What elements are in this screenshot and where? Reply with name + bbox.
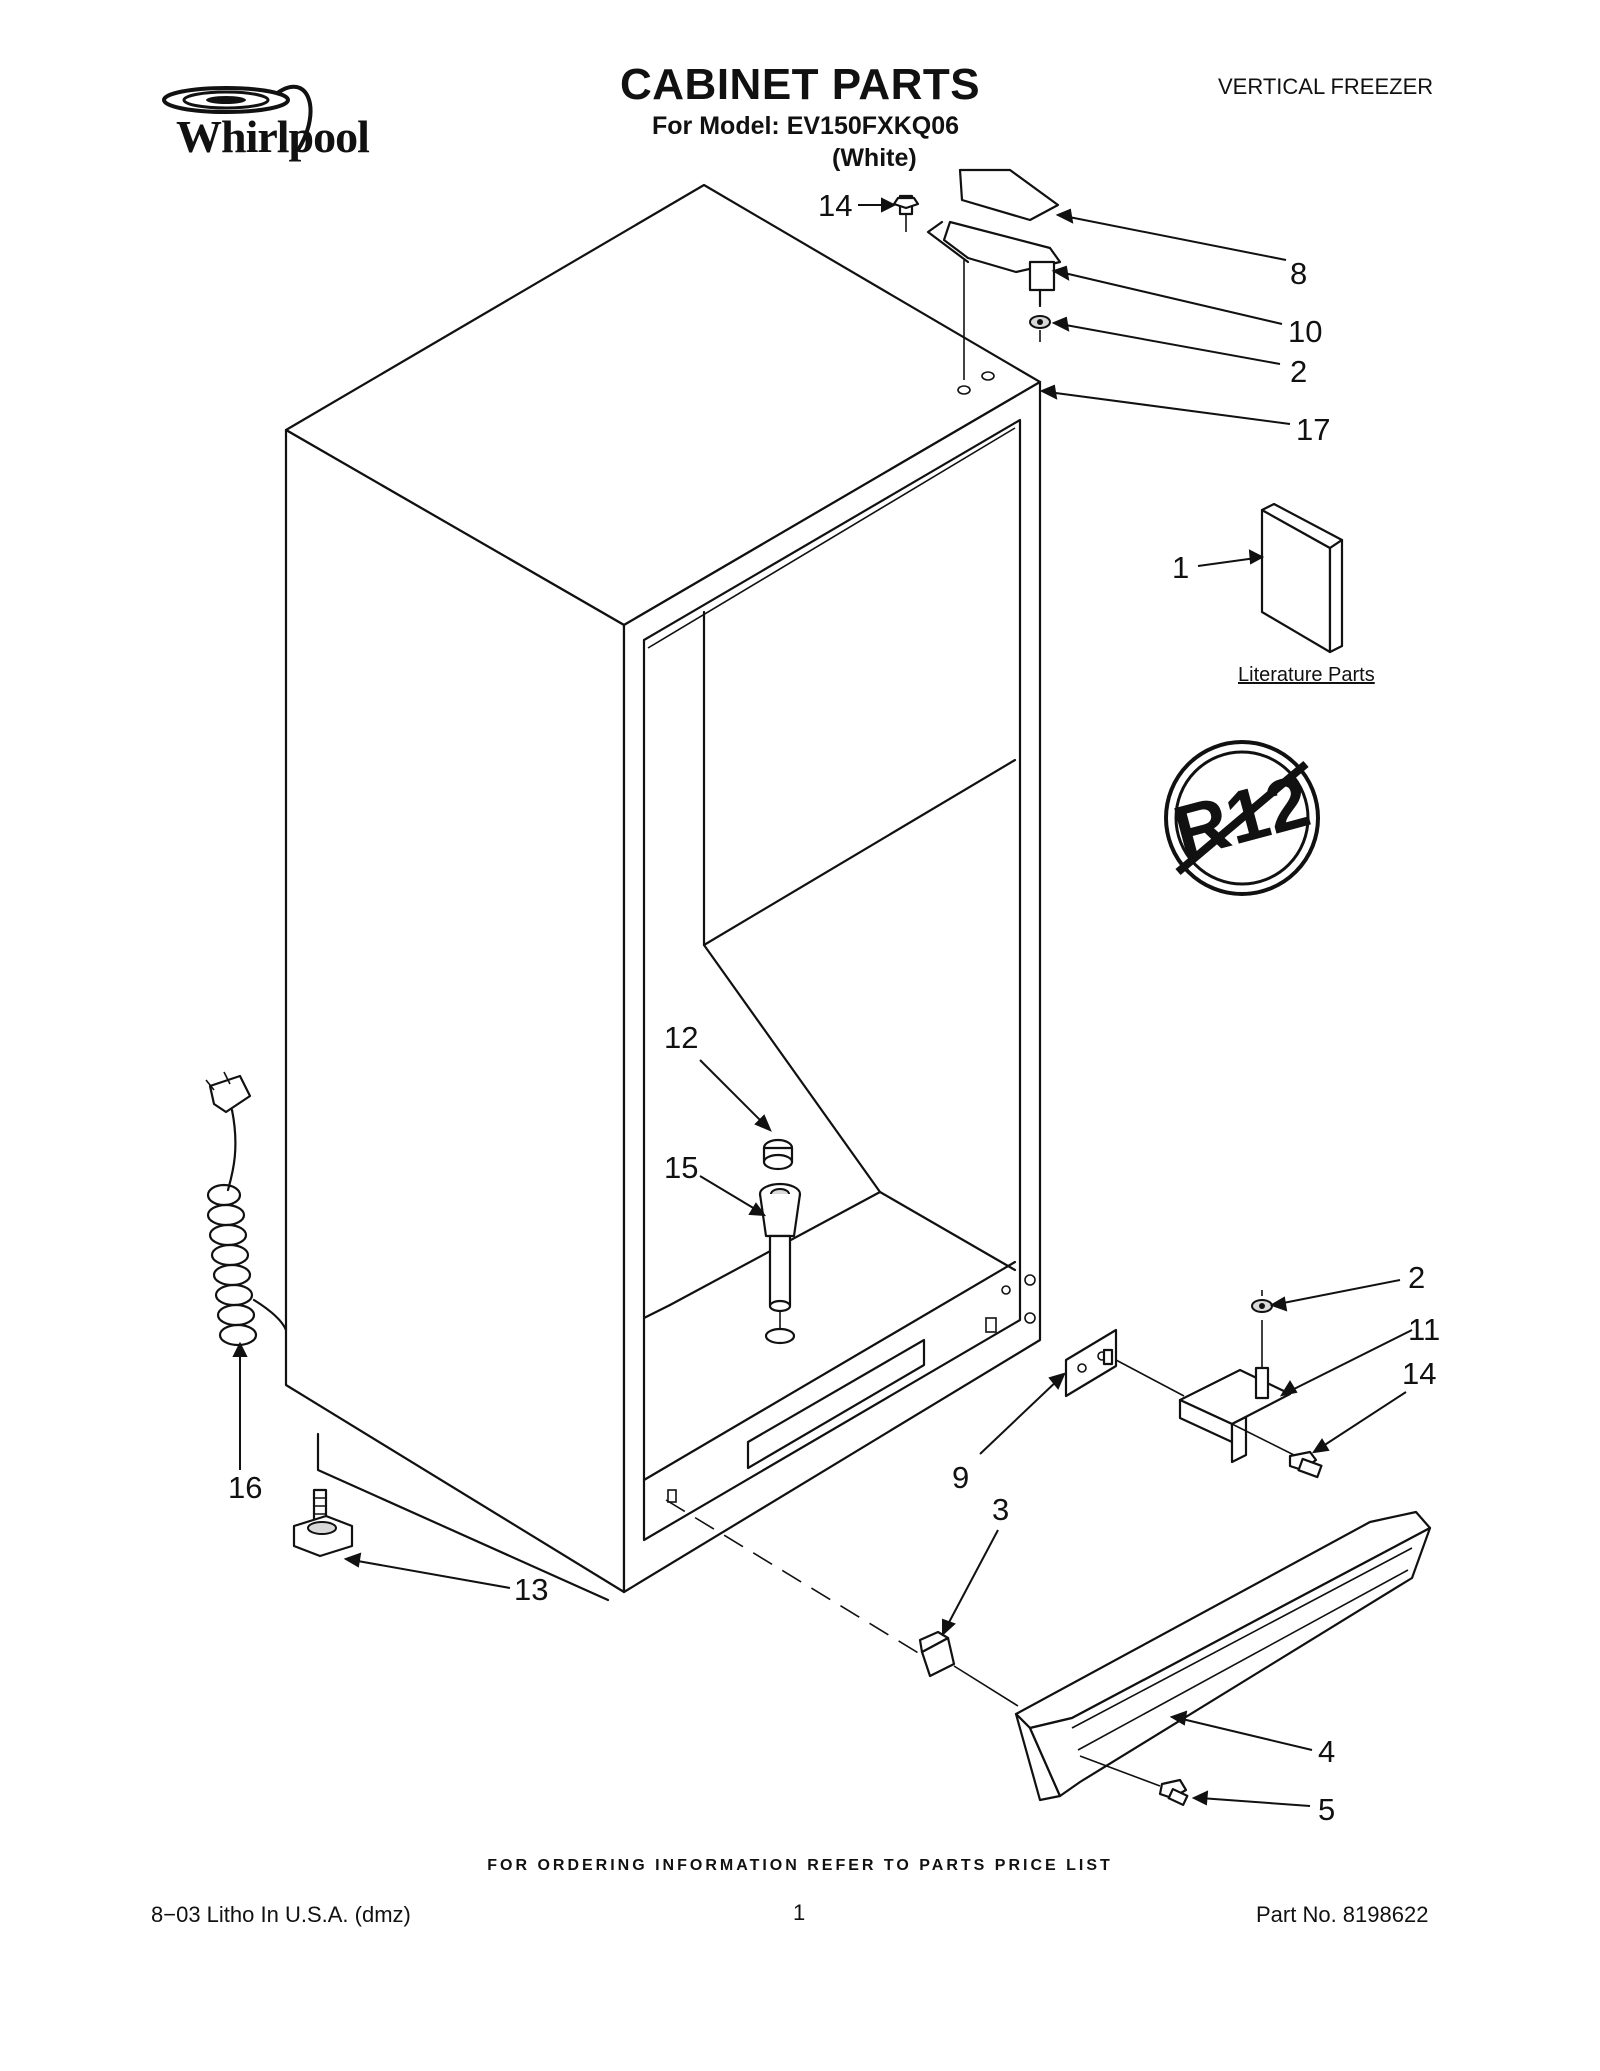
top-hinge bbox=[892, 168, 1062, 380]
grille-clip-icon bbox=[918, 1630, 956, 1678]
hinge-screw-bottom-icon bbox=[1288, 1450, 1323, 1479]
grille-screw-icon bbox=[1158, 1778, 1189, 1807]
leader-lines bbox=[232, 197, 1413, 1807]
callout-3: 3 bbox=[992, 1492, 1010, 1527]
ordering-note: FOR ORDERING INFORMATION REFER TO PARTS … bbox=[487, 1857, 1113, 1874]
bottom-hinge-plate bbox=[1064, 1328, 1118, 1398]
literature-parts-label: Literature Parts bbox=[1238, 664, 1375, 686]
callout-13: 13 bbox=[514, 1572, 549, 1607]
no-r12-badge: R12 bbox=[1164, 740, 1320, 896]
callout-10: 10 bbox=[1288, 314, 1323, 349]
callout-1: 1 bbox=[1172, 550, 1190, 585]
page-title: CABINET PARTS bbox=[620, 60, 981, 109]
power-cord-icon bbox=[205, 1071, 288, 1347]
brand-logo: Whirlpool bbox=[148, 80, 398, 162]
drain-tube bbox=[758, 1182, 802, 1345]
callout-14-bottom: 14 bbox=[1402, 1356, 1437, 1391]
callout-9: 9 bbox=[952, 1460, 970, 1495]
part-number: Part No. 8198622 bbox=[1256, 1902, 1429, 1927]
callout-11: 11 bbox=[1408, 1312, 1441, 1347]
callout-16: 16 bbox=[228, 1470, 263, 1505]
callout-2-bottom: 2 bbox=[1408, 1260, 1426, 1295]
bottom-hinge bbox=[1178, 1290, 1292, 1464]
model-line: For Model: EV150FXKQ06 bbox=[652, 112, 960, 140]
callout-8: 8 bbox=[1290, 256, 1308, 291]
leveling-leg-icon bbox=[292, 1488, 354, 1558]
callout-12: 12 bbox=[664, 1020, 699, 1055]
model-variant: (White) bbox=[832, 144, 917, 172]
page-number: 1 bbox=[793, 1900, 806, 1925]
literature-book-icon bbox=[1260, 502, 1344, 654]
callout-2-top: 2 bbox=[1290, 354, 1308, 389]
hinge-screw-top-icon bbox=[892, 194, 920, 232]
toe-grille bbox=[1014, 1510, 1432, 1802]
swirl-logo-icon bbox=[162, 85, 313, 152]
litho-info: 8−03 Litho In U.S.A. (dmz) bbox=[151, 1902, 411, 1927]
product-category: VERTICAL FREEZER bbox=[1218, 74, 1434, 99]
brand-name: Whirlpool bbox=[176, 111, 370, 162]
callout-5: 5 bbox=[1318, 1792, 1336, 1827]
drain-plug bbox=[762, 1138, 794, 1171]
callout-15: 15 bbox=[664, 1150, 699, 1185]
callout-17: 17 bbox=[1296, 412, 1331, 447]
callout-14-top: 14 bbox=[818, 188, 853, 223]
cabinet-shell bbox=[284, 183, 1042, 1602]
callout-4: 4 bbox=[1318, 1734, 1336, 1769]
